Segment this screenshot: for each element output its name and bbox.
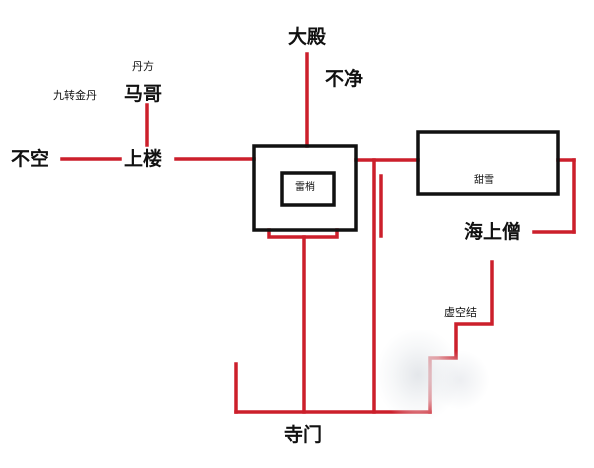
- blur-overlay-2: [430, 350, 490, 410]
- room-outer-box: [252, 144, 358, 232]
- label-xukongjie: 虚空结: [444, 306, 477, 319]
- label-shanglou: 上楼: [124, 148, 163, 170]
- label-danfang: 丹方: [132, 60, 154, 73]
- label-simen: 寺门: [284, 424, 323, 446]
- label-jiuzhuan: 九转金丹: [53, 89, 97, 102]
- label-bukong: 不空: [11, 148, 50, 170]
- label-mage: 马哥: [124, 83, 163, 105]
- label-dadian: 大殿: [288, 26, 327, 48]
- label-tianxue: 甜雪: [474, 175, 494, 186]
- label-leiqiao: 雷梢: [295, 182, 315, 193]
- label-haishangseng: 海上僧: [464, 221, 522, 243]
- room-inner-box: [280, 171, 336, 207]
- label-bujing: 不净: [325, 68, 364, 90]
- tianxue-box: [416, 130, 560, 196]
